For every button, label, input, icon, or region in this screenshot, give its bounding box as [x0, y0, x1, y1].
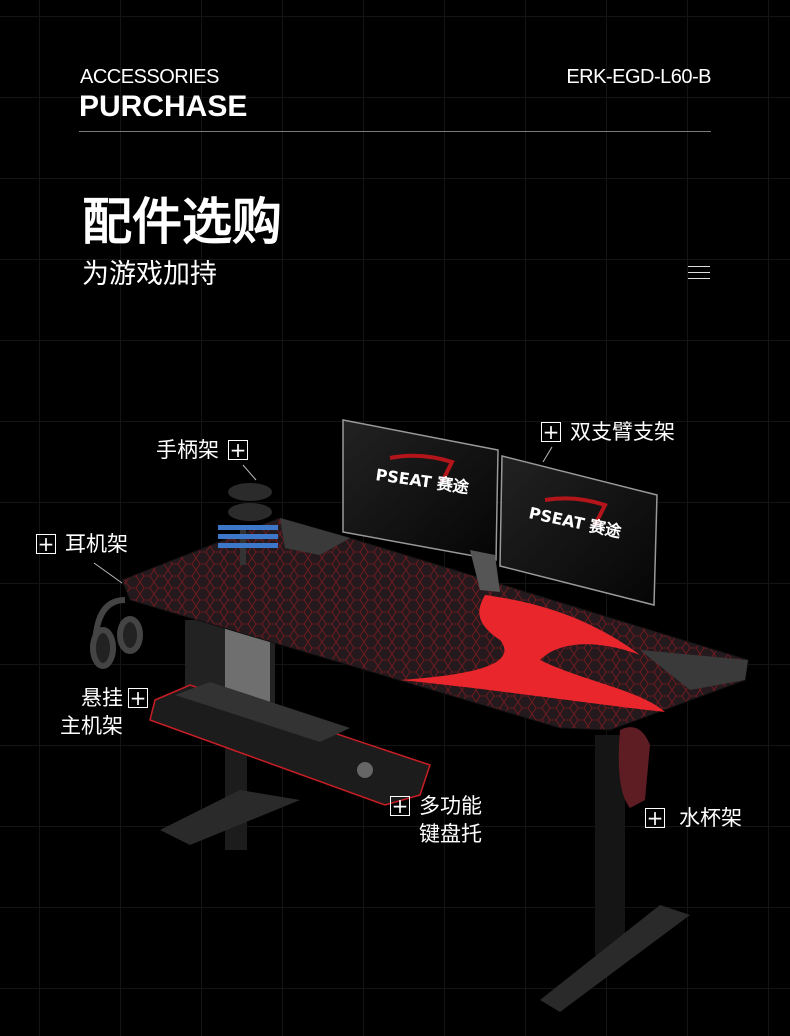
plus-icon[interactable]: + [228, 438, 248, 462]
monitor-right: PSEAT 赛途 [499, 455, 658, 606]
callout-headphone-hook[interactable]: + 耳机架 [36, 530, 128, 558]
callout-label: 手柄架 [156, 438, 219, 462]
page-subtitle: 为游戏加持 [82, 259, 217, 290]
callout-label: 水杯架 [679, 806, 742, 830]
gaming-desk-illustration: PSEAT 赛途 PSEAT 赛途 [90, 419, 749, 1012]
callout-label: 耳机架 [65, 532, 128, 556]
desk-red-logo [400, 595, 665, 712]
desk-right-leg [540, 735, 690, 1012]
callout-dual-monitor-arm[interactable]: + 双支臂支架 [541, 418, 675, 446]
section-heading: PURCHASE [79, 90, 248, 123]
callout-label-line1: 悬挂 [81, 686, 123, 710]
plus-icon[interactable]: + [36, 532, 56, 556]
callout-label-line2: 键盘托 [419, 822, 482, 846]
page-title: 配件选购 [82, 193, 282, 251]
keyboard-tray [149, 682, 431, 806]
callout-cup-holder[interactable]: + 水杯架 [645, 804, 742, 832]
plus-icon[interactable]: + [645, 806, 665, 830]
callout-pc-holder[interactable]: 悬挂 主机架 + [60, 684, 148, 740]
section-eyebrow: ACCESSORIES [80, 66, 219, 88]
plus-icon[interactable]: + [128, 686, 148, 710]
plus-icon[interactable]: + [390, 794, 410, 818]
monitor-left: PSEAT 赛途 [342, 419, 499, 561]
headphones [90, 597, 143, 669]
callout-label-line1: 多功能 [419, 794, 482, 818]
hamburger-menu-icon[interactable] [688, 266, 710, 280]
cup-holder [618, 727, 650, 808]
model-number: ERK-EGD-L60-B [566, 66, 711, 88]
desk-left-leg [160, 740, 300, 850]
callout-label-line2: 主机架 [60, 714, 123, 738]
plus-icon[interactable]: + [541, 420, 561, 444]
callout-controller-holder[interactable]: 手柄架 + [156, 436, 248, 464]
divider [79, 131, 711, 132]
callout-keyboard-tray[interactable]: + 多功能 键盘托 [390, 792, 482, 848]
monitor-arm-mount [470, 550, 500, 592]
callout-label: 双支臂支架 [570, 420, 675, 444]
controller-holder [218, 483, 278, 565]
